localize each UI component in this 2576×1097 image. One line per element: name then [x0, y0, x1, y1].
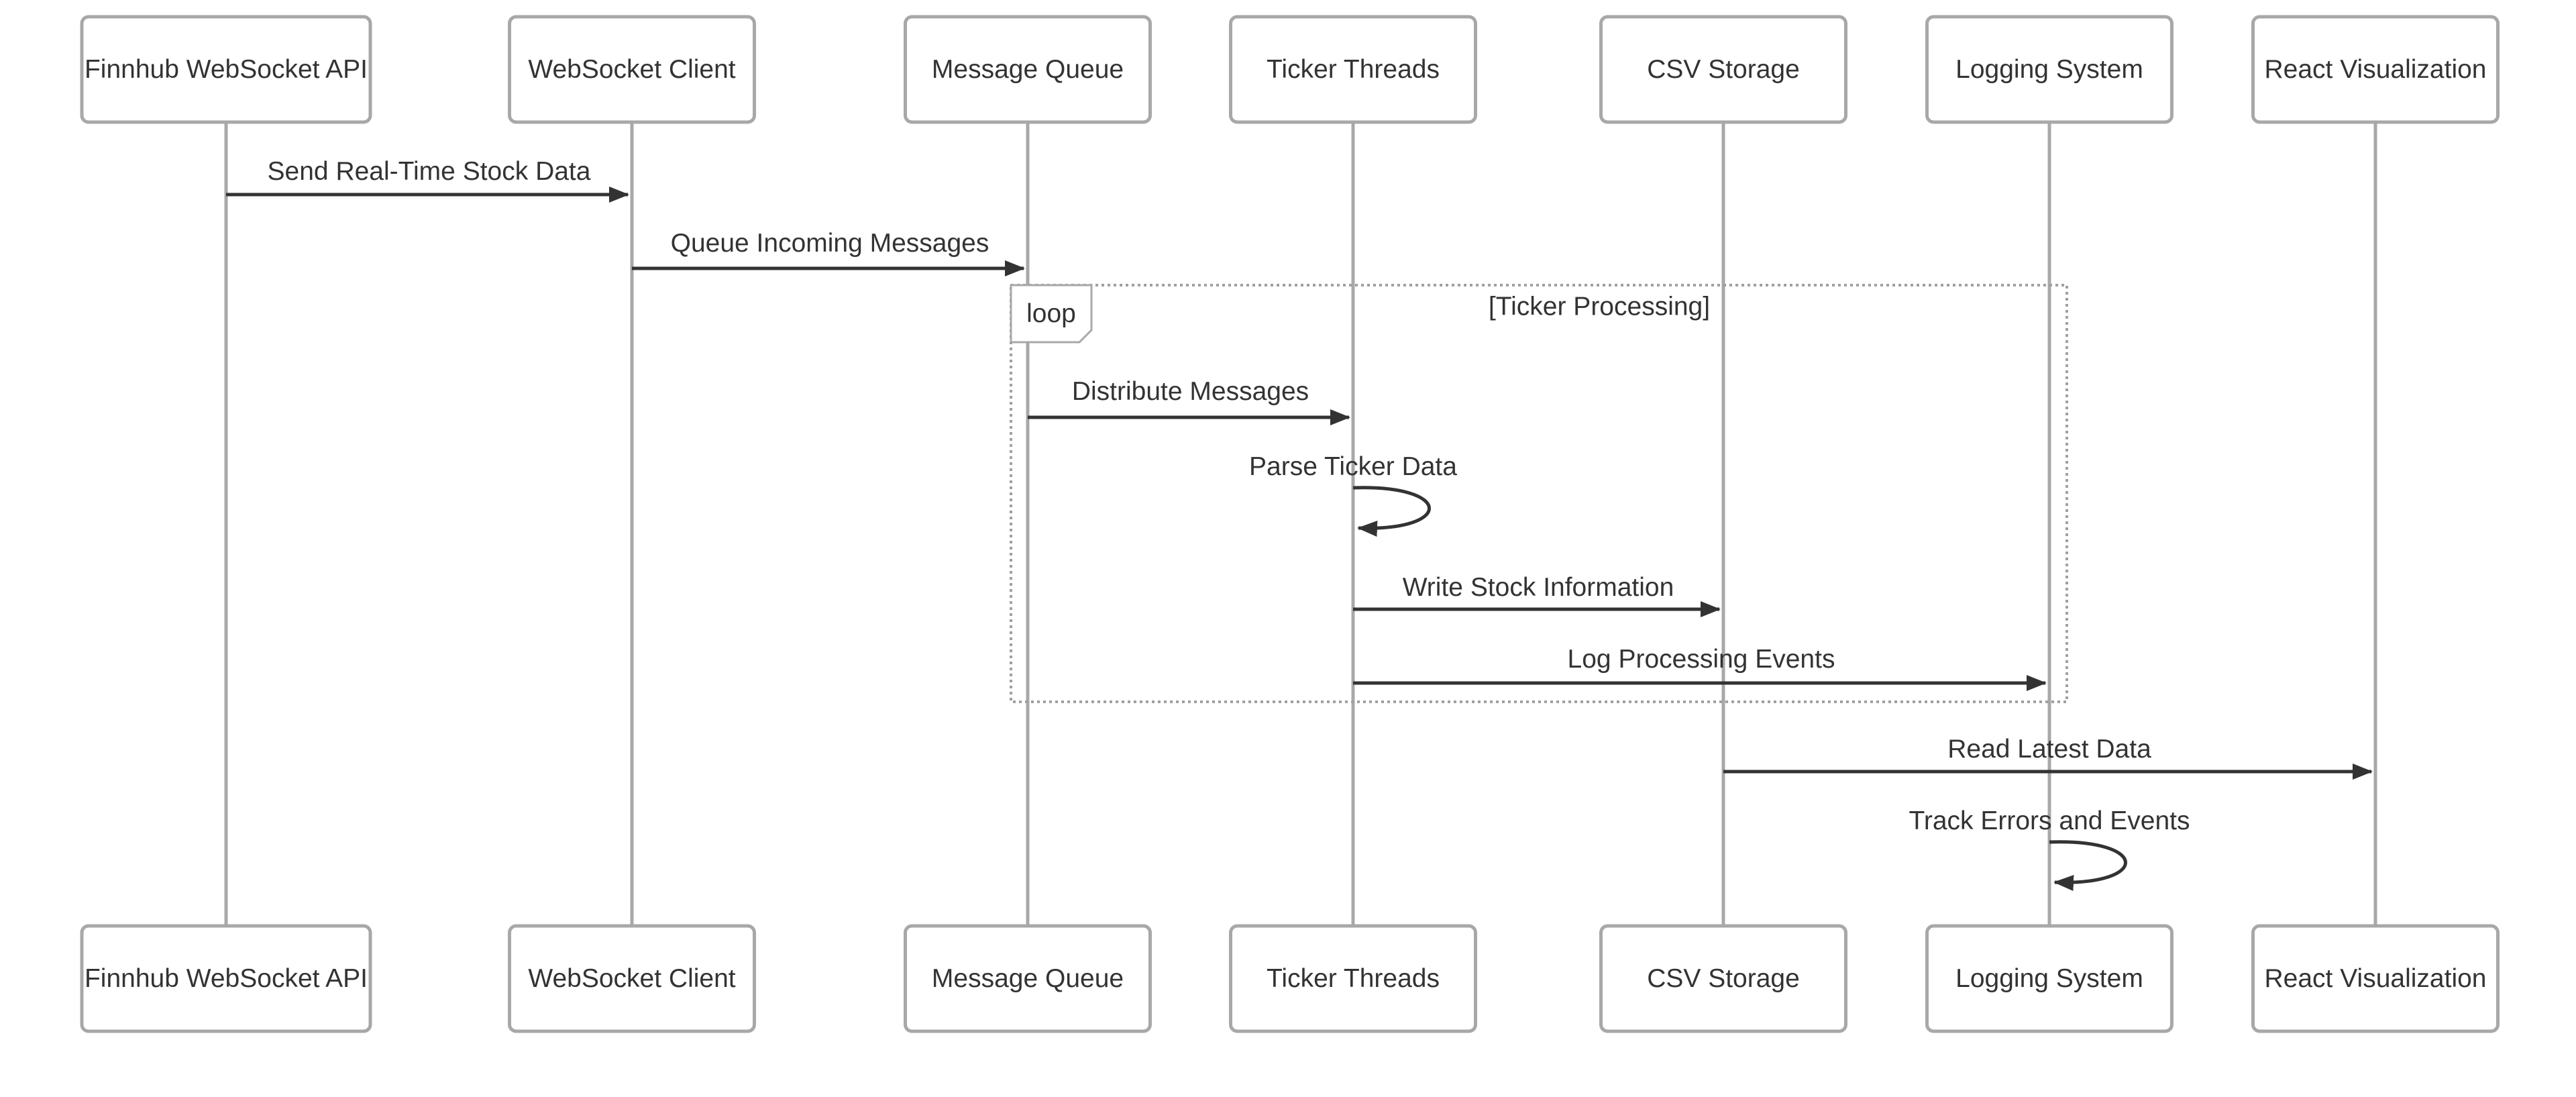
participant-box: [904, 924, 1152, 1033]
participant-box: [1599, 924, 1847, 1033]
message-3: Distribute Messages: [1028, 377, 1350, 425]
participants-bottom: Finnhub WebSocket API WebSocket Client Mes…: [80, 924, 2500, 1033]
participant-log-bottom: Logging System: [1925, 924, 2174, 1033]
message-2: Queue Incoming Messages: [632, 229, 1025, 276]
message-5: Write Stock Information: [1353, 573, 1721, 617]
participant-client-bottom: WebSocket Client: [508, 924, 756, 1033]
participant-box: [80, 15, 372, 124]
participants-top: Finnhub WebSocket API WebSocket Client Mes…: [80, 15, 2500, 124]
loop-frame-group: loop [Ticker Processing]: [1010, 284, 2068, 703]
participant-csv-top: CSV Storage: [1599, 15, 1847, 124]
participant-box: [1925, 15, 2174, 124]
message-7: Read Latest Data: [1723, 735, 2373, 780]
participant-label: Message Queue: [932, 55, 1124, 84]
participant-queue-top: Message Queue: [904, 15, 1152, 124]
participant-threads-bottom: Ticker Threads: [1229, 924, 1477, 1033]
message-label: Parse Ticker Data: [1249, 452, 1457, 481]
participant-label: React Visualization: [2265, 964, 2487, 993]
loop-label-box: [1010, 284, 1093, 344]
message-label: Read Latest Data: [1947, 735, 2151, 764]
participant-box: [508, 15, 756, 124]
participant-label: Logging System: [1955, 55, 2143, 84]
participant-box: [508, 924, 756, 1033]
participant-label: CSV Storage: [1647, 964, 1800, 993]
message-1: Send Real-Time Stock Data: [226, 157, 629, 203]
participant-react-bottom: React Visualization: [2251, 924, 2500, 1033]
participant-label: Message Queue: [932, 964, 1124, 993]
participant-label: WebSocket Client: [528, 964, 735, 993]
participant-label: Logging System: [1955, 964, 2143, 993]
participant-box: [1599, 15, 1847, 124]
message-label: Distribute Messages: [1072, 377, 1309, 406]
participant-box: [904, 15, 1152, 124]
message-label: Track Errors and Events: [1909, 806, 2190, 835]
loop-frame: [1010, 284, 2068, 703]
participant-label: Finnhub WebSocket API: [85, 964, 368, 993]
participant-react-top: React Visualization: [2251, 15, 2500, 124]
loop-keyword: loop: [1026, 299, 1076, 328]
message-4: Parse Ticker Data: [1249, 452, 1457, 537]
message-label: Send Real-Time Stock Data: [268, 157, 591, 186]
participant-label: Ticker Threads: [1267, 964, 1440, 993]
participant-label: Finnhub WebSocket API: [85, 55, 368, 84]
participant-api-bottom: Finnhub WebSocket API: [80, 924, 372, 1033]
participant-queue-bottom: Message Queue: [904, 924, 1152, 1033]
message-8: Track Errors and Events: [1909, 806, 2190, 891]
message-label: Log Processing Events: [1568, 645, 1835, 674]
participant-box: [2251, 924, 2500, 1033]
lifelines: [224, 122, 2377, 926]
participant-threads-top: Ticker Threads: [1229, 15, 1477, 124]
self-message-arrow: [2049, 840, 2127, 891]
message-label: Write Stock Information: [1403, 573, 1674, 602]
participant-api-top: Finnhub WebSocket API: [80, 15, 372, 124]
participant-box: [1229, 924, 1477, 1033]
participant-log-top: Logging System: [1925, 15, 2174, 124]
participant-csv-bottom: CSV Storage: [1599, 924, 1847, 1033]
message-6: Log Processing Events: [1353, 645, 2047, 691]
participant-label: WebSocket Client: [528, 55, 735, 84]
participant-box: [1925, 924, 2174, 1033]
participant-box: [80, 924, 372, 1033]
participant-client-top: WebSocket Client: [508, 15, 756, 124]
self-message-arrow: [1352, 486, 1431, 537]
participant-label: CSV Storage: [1647, 55, 1800, 84]
participant-label: Ticker Threads: [1267, 55, 1440, 84]
message-label: Queue Incoming Messages: [671, 229, 989, 258]
participant-box: [1229, 15, 1477, 124]
participant-label: React Visualization: [2265, 55, 2487, 84]
participant-box: [2251, 15, 2500, 124]
loop-title: [Ticker Processing]: [1489, 293, 1710, 321]
